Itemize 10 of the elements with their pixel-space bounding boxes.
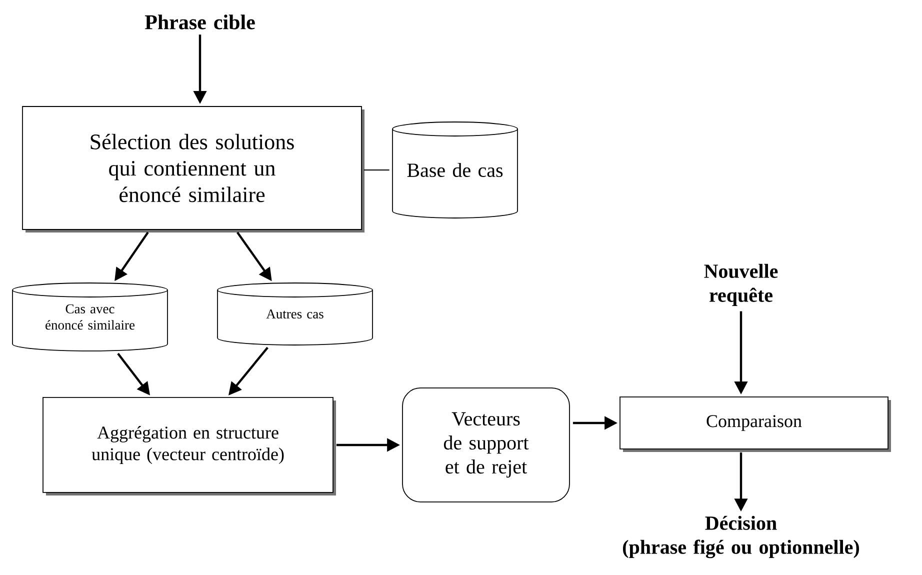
process-box: Aggrégation en structure unique (vecteur centroïde) [42, 397, 336, 496]
heading-text: Nouvelle requête [704, 264, 778, 306]
heading-text: Phrase cible [144, 14, 255, 30]
process-box: Sélection des solutions qui contiennent un énoncé similaire [22, 106, 364, 232]
database-cylinder: Cas avec énoncé similaire [12, 282, 168, 352]
heading-text: Décision (phrase figé ou optionnelle) [623, 516, 859, 558]
database-cylinder: Autres cas [217, 282, 373, 346]
rounded-box: Vecteurs de support et de rejet [402, 388, 570, 502]
process-box: Comparaison [620, 396, 891, 452]
database-cylinder: Base de cas [392, 122, 518, 218]
